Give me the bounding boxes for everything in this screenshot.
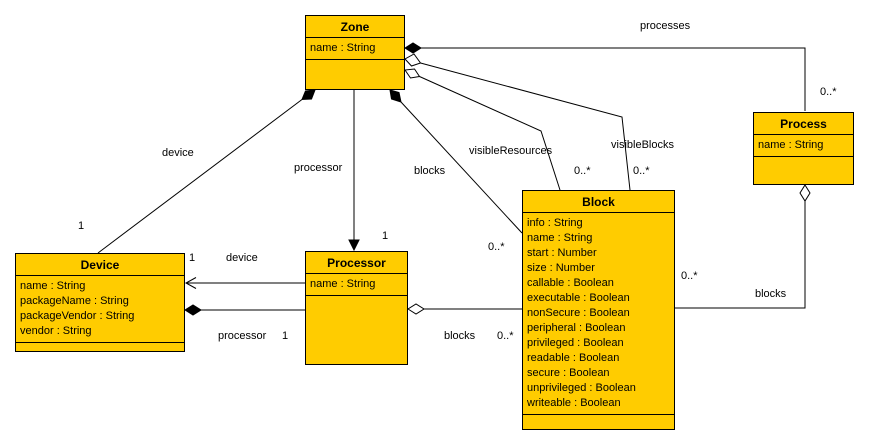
aggregation-diamond: [404, 53, 422, 67]
association-device-processor[interactable]: [184, 304, 305, 316]
association-zone-processes[interactable]: [404, 42, 806, 111]
composition-diamond: [404, 42, 422, 54]
class-block-operations: [523, 415, 674, 429]
composition-diamond: [389, 89, 402, 103]
class-processor-title: Processor: [306, 252, 407, 274]
association-processor-device[interactable]: [184, 277, 305, 289]
attribute-row: name : String: [310, 278, 376, 290]
attribute-row: writeable : Boolean: [527, 397, 621, 409]
label-processor-device: device: [226, 252, 258, 264]
mult-zone-blocks-target: 0..*: [488, 241, 505, 253]
class-zone[interactable]: Zone name : String: [305, 15, 405, 90]
open-arrowhead: [184, 277, 197, 289]
class-zone-attributes: name : String: [306, 38, 404, 60]
attribute-row: name : String: [310, 42, 376, 54]
class-device-title: Device: [16, 254, 184, 276]
class-block-attributes: info : String name : String start : Numb…: [523, 213, 674, 415]
association-process-blocks[interactable]: [675, 184, 811, 309]
class-process[interactable]: Process name : String: [753, 112, 854, 185]
label-device-processor: processor: [218, 330, 267, 342]
attribute-row: vendor : String: [20, 325, 92, 337]
label-processor-blocks: blocks: [444, 330, 476, 342]
attribute-row: name : String: [527, 232, 593, 244]
mult-process-blocks-target: 0..*: [681, 270, 698, 282]
mult-processor-blocks-target: 0..*: [497, 330, 514, 342]
class-device-attributes: name : String packageName : String packa…: [16, 276, 184, 343]
class-zone-title: Zone: [306, 16, 404, 38]
class-process-attributes: name : String: [754, 135, 853, 157]
aggregation-diamond: [799, 184, 811, 202]
mult-visible-resources-target: 0..*: [574, 165, 591, 177]
class-processor-operations: [306, 296, 407, 364]
solid-arrowhead: [348, 239, 360, 252]
attribute-row: executable : Boolean: [527, 292, 630, 304]
class-zone-operations: [306, 60, 404, 89]
attribute-row: privileged : Boolean: [527, 337, 624, 349]
mult-visible-blocks-target: 0..*: [633, 165, 650, 177]
class-processor[interactable]: Processor name : String: [305, 251, 408, 365]
mult-device-processor-target: 1: [282, 330, 289, 342]
aggregation-diamond: [404, 68, 421, 79]
label-process-blocks: blocks: [755, 288, 787, 300]
class-process-operations: [754, 157, 853, 184]
label-processes: processes: [640, 20, 691, 32]
class-device-operations: [16, 343, 184, 351]
attribute-row: name : String: [758, 139, 824, 151]
label-visible-blocks: visibleBlocks: [611, 139, 674, 151]
attribute-row: nonSecure : Boolean: [527, 307, 630, 319]
attribute-row: callable : Boolean: [527, 277, 614, 289]
class-device[interactable]: Device name : String packageName : Strin…: [15, 253, 185, 352]
aggregation-diamond: [407, 303, 425, 315]
class-block-title: Block: [523, 191, 674, 213]
label-zone-blocks: blocks: [414, 165, 446, 177]
attribute-row: unprivileged : Boolean: [527, 382, 636, 394]
attribute-row: start : Number: [527, 247, 597, 259]
association-processor-blocks[interactable]: [407, 303, 522, 315]
label-zone-processor: processor: [294, 162, 343, 174]
class-block[interactable]: Block info : String name : String start …: [522, 190, 675, 430]
attribute-row: secure : Boolean: [527, 367, 610, 379]
label-visible-resources: visibleResources: [469, 145, 553, 157]
label-zone-device: device: [162, 147, 194, 159]
association-zone-visible-resources[interactable]: [404, 68, 561, 191]
association-zone-processor[interactable]: [348, 90, 360, 252]
composition-diamond: [301, 89, 316, 101]
attribute-row: info : String: [527, 217, 583, 229]
association-zone-device[interactable]: [97, 89, 316, 254]
association-zone-blocks[interactable]: [389, 89, 523, 234]
attribute-row: readable : Boolean: [527, 352, 620, 364]
attribute-row: peripheral : Boolean: [527, 322, 626, 334]
mult-zone-processor-target: 1: [382, 230, 389, 242]
attribute-row: packageName : String: [20, 295, 129, 307]
composition-diamond: [184, 304, 202, 316]
mult-processes-target: 0..*: [820, 86, 837, 98]
class-processor-attributes: name : String: [306, 274, 407, 296]
association-zone-visible-blocks[interactable]: [404, 53, 631, 191]
class-process-title: Process: [754, 113, 853, 135]
attribute-row: packageVendor : String: [20, 310, 135, 322]
mult-zone-device-target: 1: [78, 220, 85, 232]
attribute-row: name : String: [20, 280, 86, 292]
mult-processor-device-target: 1: [189, 252, 196, 264]
attribute-row: size : Number: [527, 262, 595, 274]
